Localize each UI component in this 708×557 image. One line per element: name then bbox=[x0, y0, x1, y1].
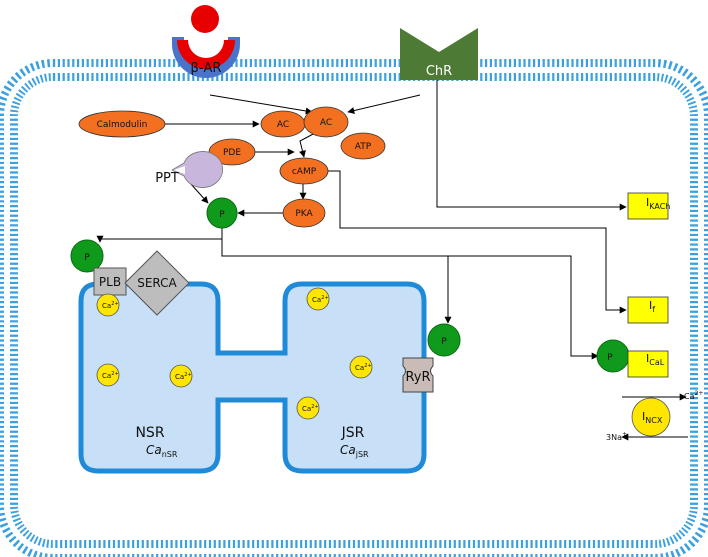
svg-text:Ca2+: Ca2+ bbox=[302, 404, 319, 413]
sarcoplasmic-reticulum bbox=[78, 281, 427, 474]
serca-node: SERCA bbox=[124, 250, 190, 316]
ncx-na-label: 3Na+ bbox=[606, 431, 627, 442]
calmodulin-label: Calmodulin bbox=[97, 120, 148, 130]
ical-channel: ICaL bbox=[627, 350, 669, 378]
jsr-label: JSR bbox=[341, 425, 365, 441]
calcium-ion: Ca2+ bbox=[96, 293, 120, 317]
incx-label: INCX bbox=[642, 410, 663, 425]
arrows bbox=[96, 80, 688, 441]
nsr-ca-label: CanSR bbox=[146, 443, 178, 459]
plb-node: PLB bbox=[93, 267, 127, 296]
pka-node: PKA bbox=[282, 198, 326, 228]
ryr-label: RyR bbox=[405, 370, 430, 385]
jsr-ca-label: CajSR bbox=[340, 443, 369, 459]
calcium-ion: Ca2+ bbox=[349, 355, 373, 379]
ikach-label: IKACh bbox=[646, 196, 670, 211]
incx-exchanger: INCX bbox=[631, 397, 671, 437]
beta-ar-receptor: β-AR bbox=[172, 5, 240, 78]
chr-receptor: ChR bbox=[400, 28, 478, 80]
serca-label: SERCA bbox=[137, 276, 177, 290]
phosphate-plb-label: P bbox=[84, 253, 90, 263]
svg-text:Ca2+: Ca2+ bbox=[175, 372, 192, 381]
atp-node: ATP bbox=[340, 132, 386, 160]
cell-membrane bbox=[0, 59, 708, 557]
camp-node: cAMP bbox=[279, 157, 329, 185]
ppt-node: PPT bbox=[155, 151, 224, 188]
camp-label: cAMP bbox=[292, 167, 317, 177]
svg-text:Ca2+: Ca2+ bbox=[312, 295, 329, 304]
svg-text:Ca2+: Ca2+ bbox=[102, 371, 119, 380]
plb-label: PLB bbox=[99, 275, 121, 289]
beta-ar-label: β-AR bbox=[191, 61, 222, 76]
phosphate-ryr-label: P bbox=[441, 337, 447, 347]
svg-text:Ca2+: Ca2+ bbox=[355, 363, 372, 372]
chr-label: ChR bbox=[426, 64, 452, 79]
ppt-label: PPT bbox=[155, 171, 179, 186]
ligand-icon bbox=[191, 5, 219, 33]
ical-label: ICaL bbox=[646, 352, 665, 367]
ac-label-1: AC bbox=[277, 120, 289, 130]
phosphate-ical: P bbox=[596, 339, 630, 373]
calcium-ion: Ca2+ bbox=[306, 287, 330, 311]
phosphate-main-label: P bbox=[219, 210, 225, 220]
ac-node-2: AC bbox=[303, 106, 349, 138]
if-label: If bbox=[649, 299, 655, 314]
ryr-node: RyR bbox=[402, 357, 434, 393]
phosphate-plb: P bbox=[70, 239, 104, 273]
ac-node-1: AC bbox=[260, 110, 306, 138]
calcium-ion: Ca2+ bbox=[169, 364, 193, 388]
phosphate-ical-label: P bbox=[607, 353, 613, 363]
phosphate-ryr: P bbox=[427, 323, 461, 357]
if-channel: If bbox=[627, 296, 669, 324]
phosphate-main: P bbox=[206, 197, 238, 229]
pde-label: PDE bbox=[223, 148, 241, 158]
calcium-ion: Ca2+ bbox=[296, 396, 320, 420]
calcium-ion: Ca2+ bbox=[96, 363, 120, 387]
nsr-label: NSR bbox=[135, 425, 164, 441]
atp-label: ATP bbox=[355, 142, 372, 152]
svg-text:Ca2+: Ca2+ bbox=[102, 301, 119, 310]
pka-label: PKA bbox=[295, 209, 313, 219]
calmodulin-node: Calmodulin bbox=[78, 110, 166, 138]
ncx-ca-label: Ca2+ bbox=[684, 390, 703, 401]
ac-label-2: AC bbox=[320, 118, 332, 128]
ikach-channel: IKACh bbox=[627, 192, 670, 220]
